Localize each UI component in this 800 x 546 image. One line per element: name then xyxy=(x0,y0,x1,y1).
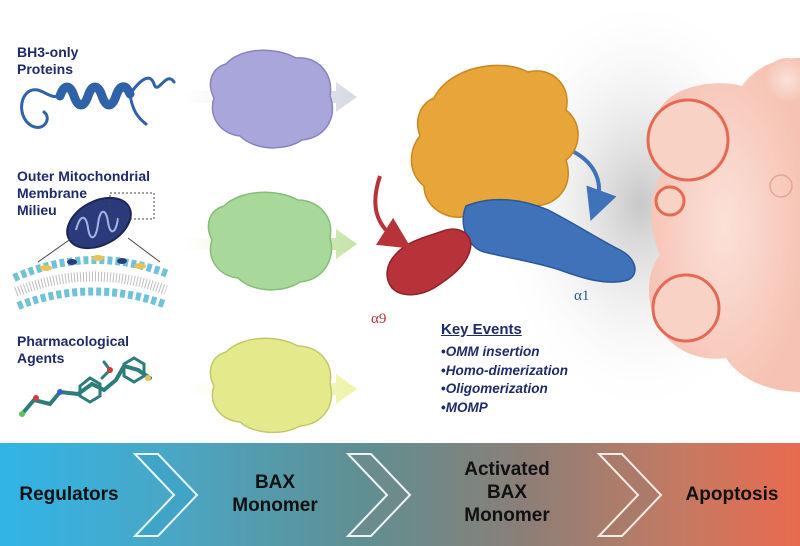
bax-monomer-green xyxy=(207,191,333,291)
key-event-item: MOMP xyxy=(441,399,568,418)
stage-chevrons xyxy=(132,453,663,537)
arrow-alpha1-curve xyxy=(572,150,617,222)
alpha9-label: α9 xyxy=(371,311,387,327)
bh3-helix-ribbon xyxy=(20,76,176,129)
bleb-medium xyxy=(651,273,721,343)
stage-apoptosis: Apoptosis xyxy=(685,484,779,505)
key-event-item: Oligomerization xyxy=(441,380,568,399)
arrow-alpha9-curve xyxy=(373,175,412,249)
chevron-icon xyxy=(132,453,199,537)
stage-activated-bax: Activated BAX Monomer xyxy=(464,459,550,526)
chevron-icon xyxy=(345,453,412,537)
compound-structure xyxy=(19,356,152,417)
stage-regulators: Regulators xyxy=(19,484,119,505)
key-events-list: OMM insertion Homo-dimerization Oligomer… xyxy=(441,343,568,417)
regulator-label-pharma: Pharmacological Agents xyxy=(17,333,130,366)
membrane-bilayer xyxy=(12,255,170,310)
bax-monomer-lavender xyxy=(209,49,334,149)
key-event-item: OMM insertion xyxy=(441,343,568,362)
chevron-icon xyxy=(596,453,663,537)
regulator-label-bh3: BH3-only Proteins xyxy=(17,44,79,77)
regulator-label-omm: Outer Mitochondrial Membrane Milieu xyxy=(17,168,150,218)
helix-alpha1-region xyxy=(462,198,636,283)
key-events-title: Key Events xyxy=(441,321,522,338)
stage-bax-monomer: BAX Monomer xyxy=(232,472,318,516)
bax-monomer-yellow xyxy=(209,337,333,434)
activated-bax-monomer xyxy=(373,64,636,296)
pathway-illustration xyxy=(12,10,800,440)
helix-alpha9-region xyxy=(386,228,472,296)
key-event-item: Homo-dimerization xyxy=(441,362,568,381)
bleb-large xyxy=(646,98,730,182)
bleb-small xyxy=(654,185,686,217)
alpha1-label: α1 xyxy=(574,288,590,304)
mitochondrion-icon xyxy=(37,192,161,263)
